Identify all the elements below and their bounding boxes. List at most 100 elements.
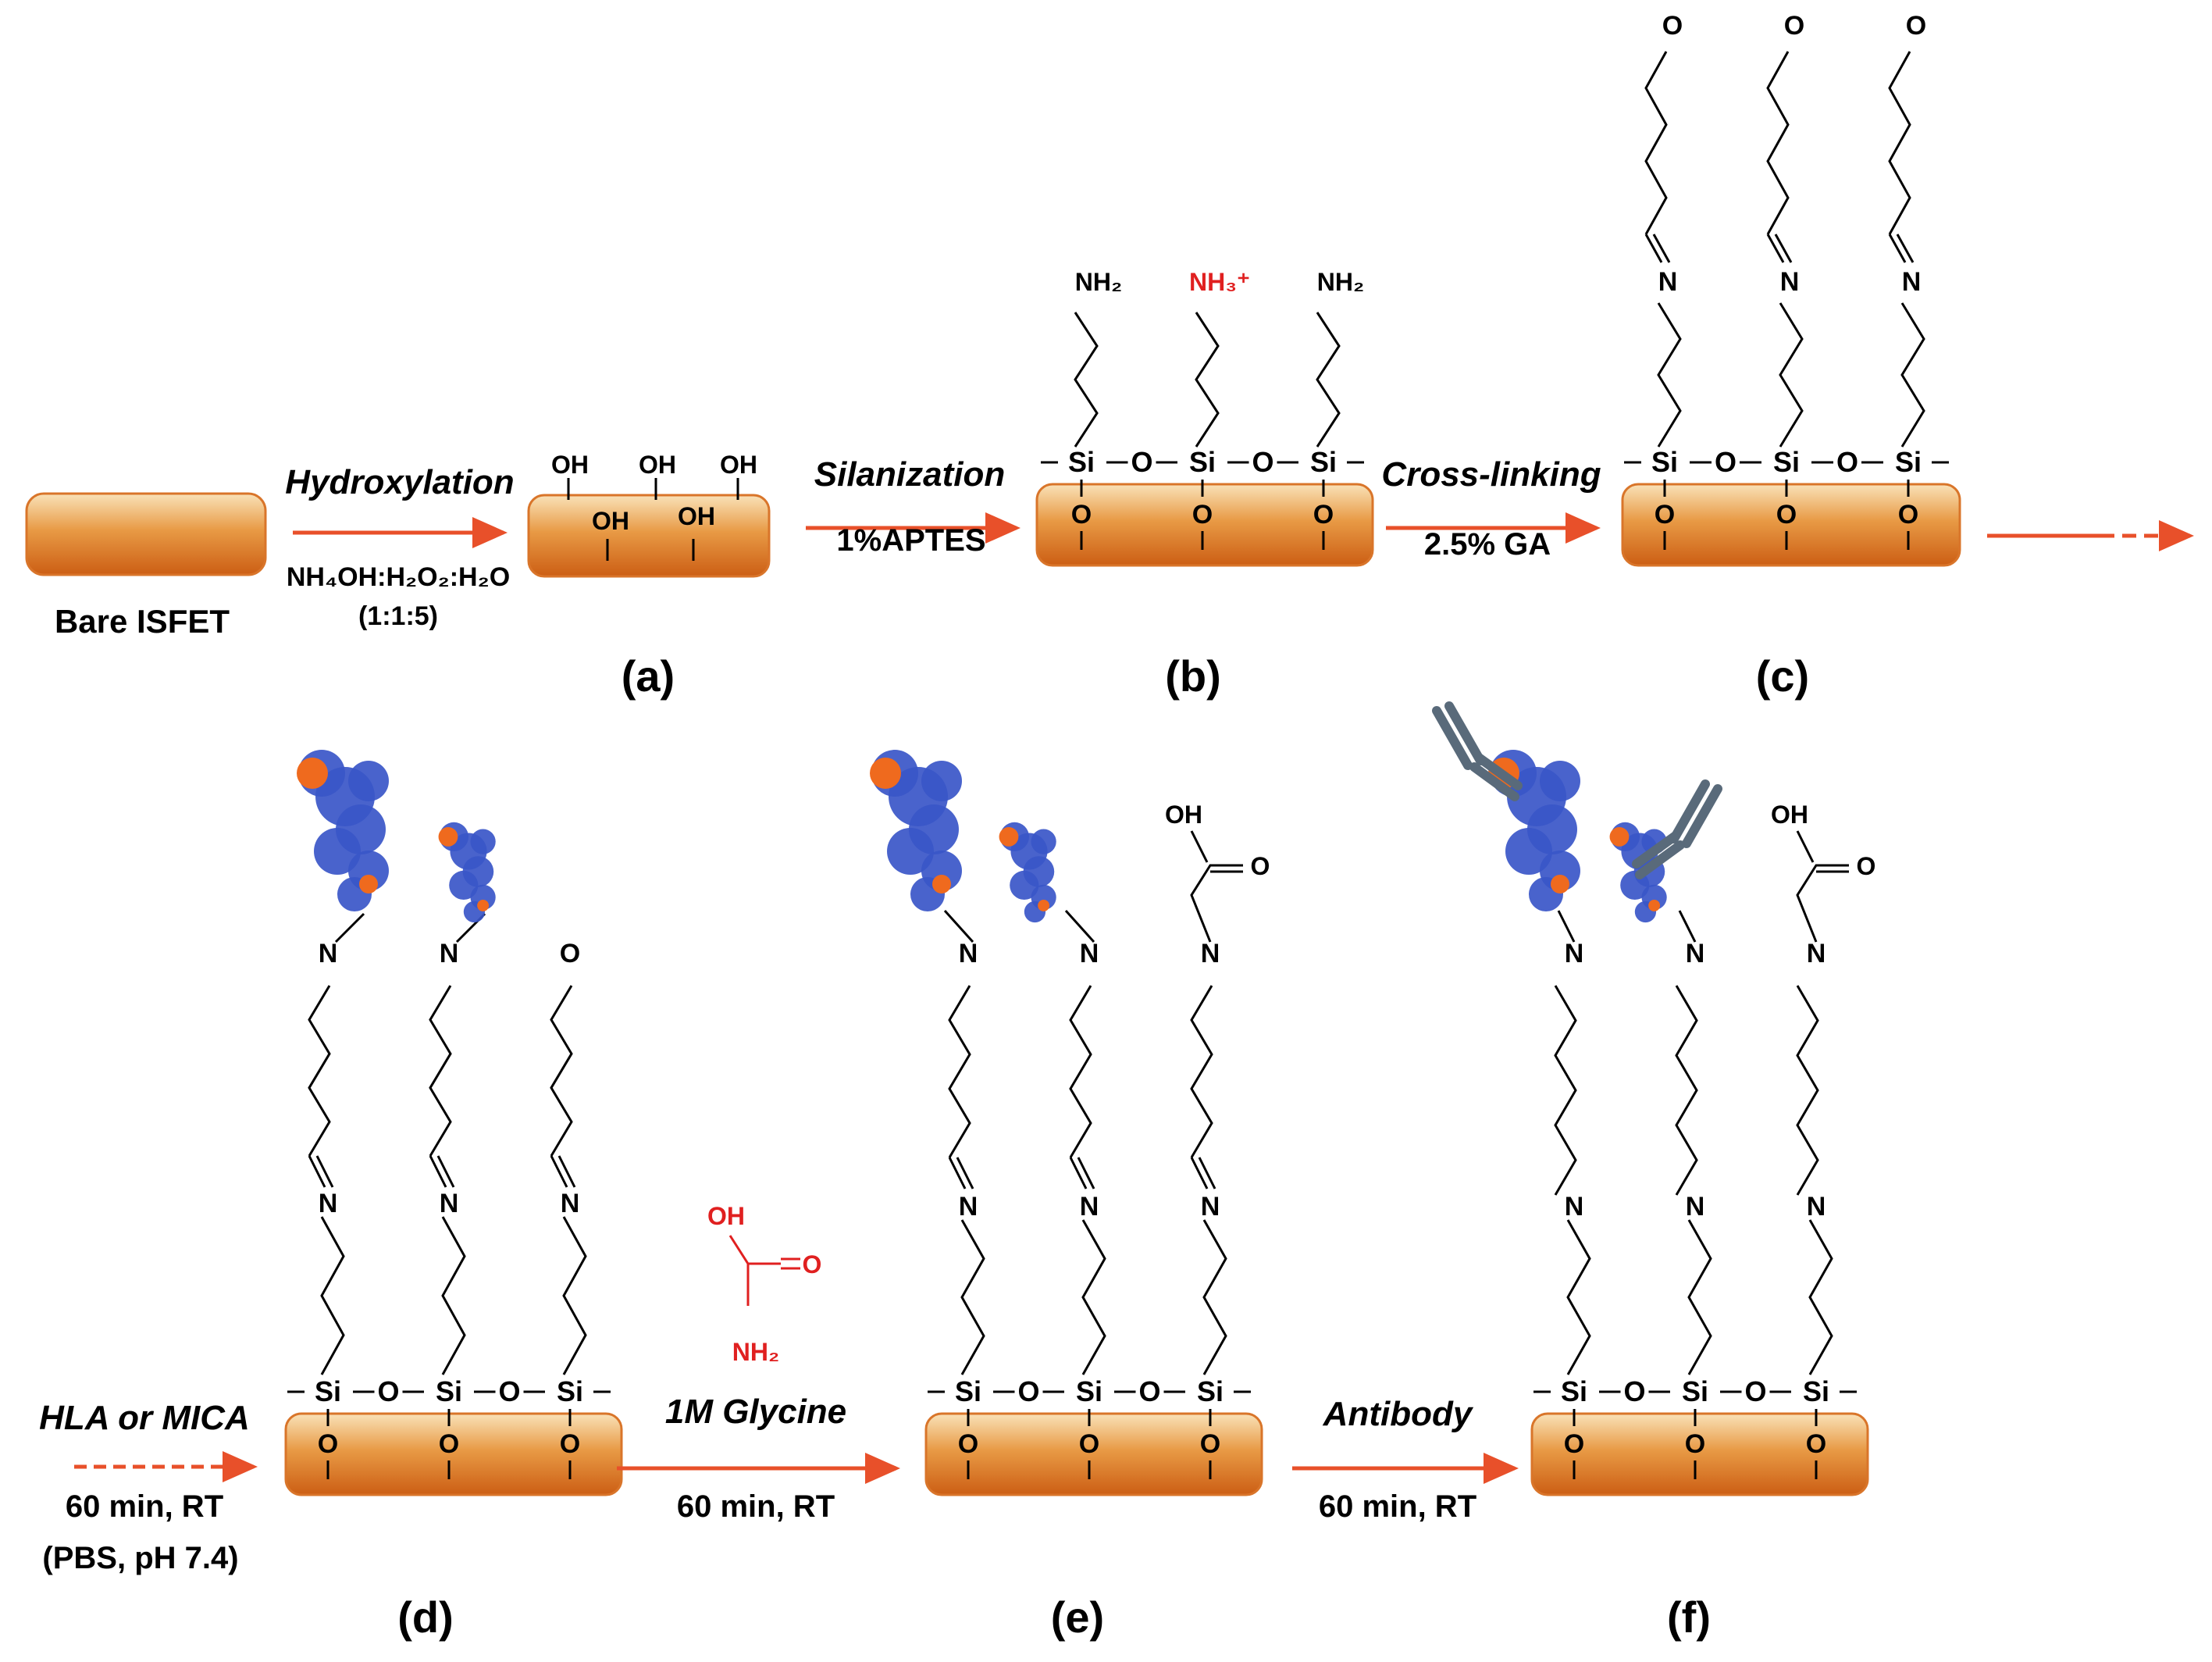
aldehyde-oxygen: O bbox=[560, 939, 580, 968]
protein-domain bbox=[470, 829, 496, 854]
aldehyde-oxygen: O bbox=[1662, 11, 1683, 41]
si-atom: Si bbox=[1803, 1375, 1829, 1407]
imine-double-bond bbox=[1888, 234, 1907, 263]
step-hydroxylation: Hydroxylation NH₄OH:H₂O₂:H₂O (1:1:5) bbox=[285, 463, 514, 631]
imine-double-bond bbox=[550, 1155, 568, 1188]
propyl-chain bbox=[1657, 302, 1682, 448]
bridge-oxygen: O bbox=[1623, 1375, 1645, 1407]
si-atom: Si bbox=[1076, 1375, 1102, 1407]
amine-nitrogen: N bbox=[1565, 939, 1584, 968]
surface-oxygen: O bbox=[1806, 1429, 1826, 1459]
crosslinking-reagent: 2.5% GA bbox=[1424, 527, 1551, 562]
isfet-substrate bbox=[1621, 483, 1961, 567]
protein-accent bbox=[932, 875, 951, 893]
antibody-label: Antibody bbox=[1323, 1395, 1474, 1433]
glutaraldehyde-chain bbox=[429, 985, 452, 1157]
imine-double-bond bbox=[429, 1155, 447, 1188]
amine-nitrogen: N bbox=[1807, 1192, 1826, 1222]
hla-time: 60 min, RT bbox=[66, 1489, 223, 1524]
amine-nitrogen: N bbox=[1807, 939, 1826, 968]
glutaraldehyde-chain bbox=[550, 985, 573, 1157]
glutaraldehyde-chain bbox=[308, 985, 331, 1157]
imine-nitrogen: N bbox=[1780, 267, 1800, 297]
protein-domain bbox=[1540, 761, 1580, 801]
surface-oxygen: O bbox=[1192, 500, 1213, 530]
hydroxylation-reagent: NH₄OH:H₂O₂:H₂O bbox=[287, 562, 510, 592]
antibody-bound-hla bbox=[1432, 701, 1523, 801]
propyl-chain bbox=[960, 1219, 985, 1375]
protein-linker bbox=[943, 909, 974, 943]
protein-accent bbox=[1038, 900, 1050, 911]
glutaraldehyde-chain bbox=[1644, 51, 1668, 235]
propyl-chain bbox=[562, 1216, 587, 1375]
amine-nitrogen: N bbox=[1686, 1192, 1705, 1222]
glutaraldehyde-chain bbox=[1888, 51, 1911, 235]
oh-label: OH bbox=[551, 451, 589, 479]
imine-nitrogen: N bbox=[1080, 1192, 1099, 1222]
silanization-reagent: 1%APTES bbox=[836, 523, 985, 558]
si-atom: Si bbox=[557, 1375, 583, 1407]
protein-accent bbox=[1551, 875, 1569, 893]
oh-label: OH bbox=[639, 451, 676, 479]
imine-nitrogen: N bbox=[319, 1189, 338, 1218]
propyl-chain bbox=[320, 1216, 345, 1375]
hydroxylation-label: Hydroxylation bbox=[285, 463, 514, 501]
crosslinking-label: Cross-linking bbox=[1381, 455, 1601, 494]
c-oh-bond bbox=[1796, 830, 1815, 863]
carbonyl-oxygen: O bbox=[1251, 852, 1270, 880]
carboxyl-oh: OH bbox=[1165, 801, 1202, 829]
antibody-arm bbox=[1682, 784, 1722, 848]
imine-double-bond bbox=[308, 1155, 326, 1188]
hydroxylation-ratio: (1:1:5) bbox=[358, 601, 438, 631]
protein-domain bbox=[1505, 828, 1552, 875]
protein-domain bbox=[1031, 829, 1056, 854]
imine-double-bond bbox=[948, 1157, 967, 1189]
propyl-chain bbox=[1687, 1219, 1712, 1375]
imine-nitrogen: N bbox=[440, 1189, 459, 1218]
antibody-bound-mica bbox=[1632, 779, 1722, 879]
stage-c-label: (c) bbox=[1756, 651, 1809, 701]
protein-linker bbox=[1557, 910, 1576, 943]
glycine-backbone bbox=[1796, 864, 1849, 943]
bridge-oxygen: O bbox=[498, 1375, 520, 1407]
imine-double-bond bbox=[956, 1157, 974, 1189]
protein-domain bbox=[449, 870, 479, 900]
aldehyde-oxygen: O bbox=[1784, 11, 1804, 41]
protonated-amine: NH₃⁺ bbox=[1189, 268, 1250, 296]
protein-domain bbox=[1010, 870, 1039, 900]
surface-oxygen: O bbox=[958, 1429, 978, 1459]
surface-oxygen: O bbox=[1898, 500, 1918, 530]
carboxyl-oh: OH bbox=[1771, 801, 1808, 829]
antibody-fc bbox=[1635, 840, 1685, 879]
bridge-oxygen: O bbox=[1836, 446, 1858, 478]
propyl-chain bbox=[1808, 1219, 1833, 1375]
stage-f-label: (f) bbox=[1667, 1592, 1711, 1642]
protein-linker bbox=[1678, 910, 1697, 943]
glutaraldehyde-chain bbox=[1069, 985, 1092, 1158]
si-atom: Si bbox=[955, 1375, 981, 1407]
amine-nitrogen: N bbox=[1565, 1192, 1584, 1222]
c-oh-bond bbox=[1190, 830, 1209, 863]
imine-double-bond bbox=[315, 1155, 334, 1188]
stage-e-label: (e) bbox=[1051, 1592, 1104, 1642]
si-atom: Si bbox=[315, 1375, 341, 1407]
si-atom: Si bbox=[1773, 446, 1800, 478]
protein-accent bbox=[999, 827, 1019, 847]
isfet-substrate bbox=[284, 1412, 623, 1496]
amine-nitrogen: N bbox=[1686, 939, 1705, 968]
imine-nitrogen: N bbox=[561, 1189, 580, 1218]
imine-nitrogen: N bbox=[1658, 267, 1678, 297]
carbonyl-oxygen: O bbox=[1857, 852, 1876, 880]
protein-accent bbox=[477, 900, 490, 911]
stage-a-hydroxylated: OH OH OH OH OH (a) bbox=[527, 451, 771, 701]
glutaraldehyde-chain bbox=[1190, 985, 1213, 1158]
surface-oxygen: O bbox=[1655, 500, 1675, 530]
protein-linker bbox=[334, 912, 365, 943]
surface-oxygen: O bbox=[1313, 500, 1334, 530]
bridge-oxygen: O bbox=[1138, 1375, 1160, 1407]
glycine-structure bbox=[728, 1235, 800, 1306]
surface-oxygen: O bbox=[1685, 1429, 1705, 1459]
